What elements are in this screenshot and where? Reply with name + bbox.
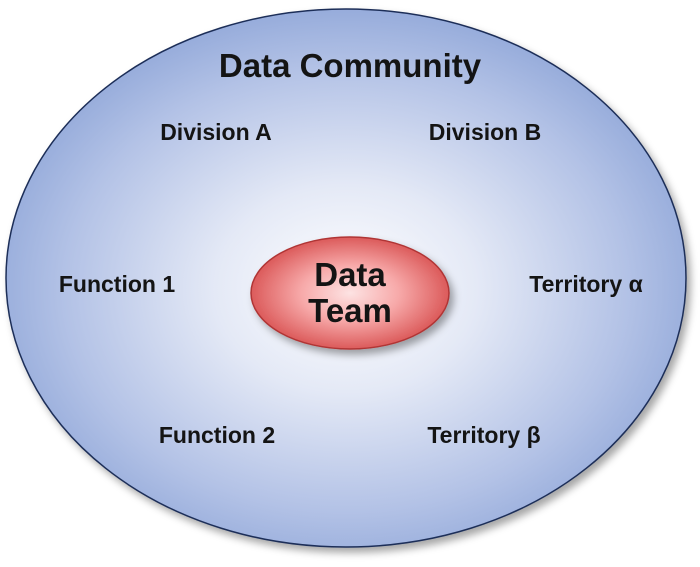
core-label-line-2: Team [308,292,392,329]
segment-function-2: Function 2 [158,422,276,448]
segment-division-a: Division A [160,119,272,145]
segment-territory-alpha: Territory α [529,271,643,297]
core-label-line-1: Data [314,256,386,293]
core-team-ellipse [250,236,450,350]
segment-territory-beta: Territory β [427,422,541,448]
diagram-title: Data Community [218,47,482,84]
segment-division-b: Division B [428,119,542,145]
segment-function-1: Function 1 [58,271,176,297]
core-label: Data Team [250,237,450,349]
